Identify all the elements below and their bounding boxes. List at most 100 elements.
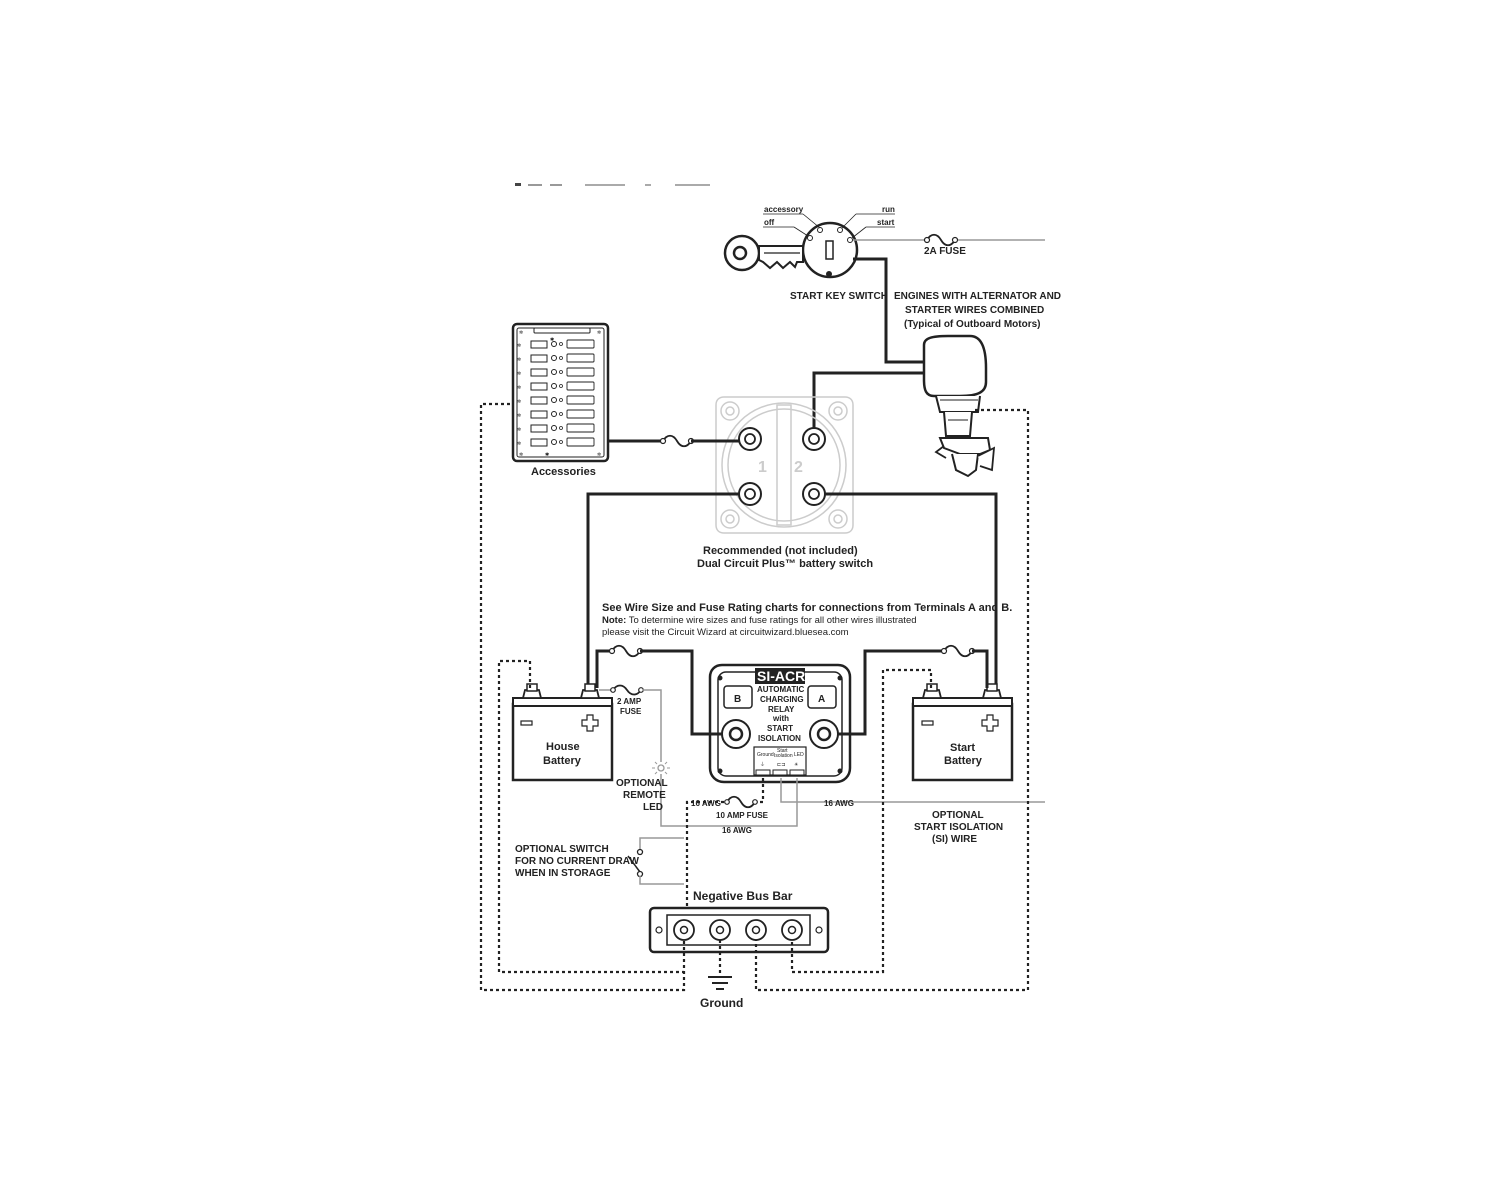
- awg-16-ground-label: 16 AWG: [691, 799, 721, 808]
- house-battery: [511, 683, 614, 782]
- wire-size-note-line1: See Wire Size and Fuse Rating charts for…: [602, 602, 1012, 614]
- svg-text:✲: ✲: [517, 399, 521, 405]
- svg-text:✲: ✲: [517, 413, 521, 419]
- start-battery-label-line1: Start: [950, 742, 975, 754]
- acr-ground-wire-b: [685, 800, 724, 920]
- svg-text:✱: ✱: [545, 452, 549, 458]
- start-key-switch-label: START KEY SWITCH: [790, 291, 888, 302]
- start-acr-fuse-icon: [943, 644, 973, 658]
- switch-terminal-1-bottom: [738, 482, 762, 506]
- fuse-2a-icon: [926, 233, 956, 247]
- si-acr-pin-start-1: Start: [777, 748, 788, 754]
- remote-led-label-line3: LED: [643, 802, 663, 813]
- si-acr-line4: with: [772, 714, 789, 723]
- svg-text:☀: ☀: [794, 762, 799, 768]
- svg-text:✱: ✱: [550, 337, 554, 343]
- outboard-motor-icon: [922, 334, 996, 478]
- svg-text:✲: ✲: [517, 427, 521, 433]
- svg-text:✲: ✲: [517, 343, 521, 349]
- remote-led-label-line2: REMOTE: [623, 790, 666, 801]
- switch-to-house-battery-wire: [586, 492, 739, 688]
- switch-terminal-1-top: [738, 427, 762, 451]
- wire-size-note-line2: Note: To determine wire sizes and fuse r…: [602, 615, 917, 626]
- start-isolation-wire: [780, 778, 1045, 803]
- engines-label-line2: STARTER WIRES COMBINED: [905, 305, 1044, 316]
- switch-position-2-label: 2: [794, 459, 803, 476]
- si-acr-pin-ground: Ground: [757, 752, 774, 758]
- dual-circuit-battery-switch: [715, 396, 854, 534]
- start-battery-label-line2: Battery: [944, 755, 983, 767]
- svg-text:✲: ✲: [517, 371, 521, 377]
- si-wire-label-line3: (SI) WIRE: [932, 834, 977, 845]
- fuse-2amp-label-line2: FUSE: [620, 707, 642, 716]
- key-to-engine-wire: [853, 257, 924, 364]
- key-accessory-label: accessory: [764, 205, 804, 214]
- si-acr-line3: RELAY: [768, 705, 795, 714]
- house-battery-negative-wire: [497, 659, 684, 974]
- breaker-row: ✲: [517, 353, 595, 363]
- accessories-panel: ✲ ✲ ✱ ✲ ✲ ✱: [511, 322, 610, 463]
- key-off-label: off: [764, 218, 775, 227]
- wire-size-note-line3: please visit the Circuit Wizard at circu…: [602, 627, 849, 638]
- si-acr-line2: CHARGING: [760, 695, 804, 704]
- fuse-2amp-label-line1: 2 AMP: [617, 697, 642, 706]
- svg-text:⊏⊐: ⊏⊐: [777, 762, 785, 768]
- si-acr-line1: AUTOMATIC: [757, 685, 804, 694]
- breaker-row: ✲: [517, 423, 595, 433]
- si-acr-title: SI-ACR: [757, 668, 805, 684]
- fuse-2amp-icon: [612, 684, 642, 696]
- start-battery-negative-wire: [790, 668, 933, 974]
- engine-to-switch-wire: [812, 371, 924, 437]
- house-to-acr-wire-b: [640, 649, 722, 736]
- fuse-10amp-icon: [726, 795, 756, 809]
- house-battery-label-line2: Battery: [543, 755, 582, 767]
- si-acr-line5: START: [767, 724, 793, 733]
- start-to-acr-wire-a: [838, 649, 944, 736]
- house-acr-fuse-icon: [611, 644, 641, 658]
- awg-16-si-label: 16 AWG: [824, 799, 854, 808]
- svg-text:✲: ✲: [517, 357, 521, 363]
- cropped-heading-remnant: [515, 183, 710, 186]
- remote-led-icon: [652, 759, 670, 775]
- wire-size-note-prefix: Note:: [602, 615, 626, 626]
- optional-storage-switch: [627, 837, 684, 885]
- engines-label-line3: (Typical of Outboard Motors): [904, 319, 1040, 330]
- negative-bus-bar-label: Negative Bus Bar: [693, 889, 793, 903]
- svg-text:✲: ✲: [597, 330, 601, 336]
- svg-text:✲: ✲: [517, 441, 521, 447]
- start-to-acr-wire-b: [972, 649, 989, 688]
- svg-text:✲: ✲: [519, 330, 523, 336]
- svg-text:✲: ✲: [517, 385, 521, 391]
- accessories-label: Accessories: [531, 466, 596, 478]
- breaker-row: ✲: [517, 339, 595, 349]
- optional-switch-label-line3: WHEN IN STORAGE: [515, 868, 611, 879]
- accessories-fuse-icon: [662, 434, 692, 448]
- led-feed-wire-b: [643, 689, 662, 762]
- start-key-switch: [801, 221, 859, 279]
- svg-text:✲: ✲: [519, 452, 523, 458]
- breaker-row: ✲: [517, 409, 595, 419]
- si-acr-pin-led: LED: [794, 752, 804, 758]
- si-acr-pin-start-2: Isolation: [774, 753, 793, 759]
- remote-led-label-line1: OPTIONAL: [616, 778, 668, 789]
- breaker-row: ✲: [517, 381, 595, 391]
- awg-16-led-label: 16 AWG: [722, 826, 752, 835]
- ground-icon: [708, 976, 732, 990]
- switch-terminal-2-bottom: [802, 482, 826, 506]
- si-acr-terminal-a-label: A: [818, 694, 825, 705]
- accessories-breaker-rows: ✲ ✲ ✲ ✲ ✲ ✲ ✲ ✲: [517, 339, 595, 447]
- engine-negative-wire: [754, 408, 1030, 992]
- si-wire-label-line2: START ISOLATION: [914, 822, 1003, 833]
- switch-terminal-2-top: [802, 427, 826, 451]
- battery-switch-label-line2: Dual Circuit Plus™ battery switch: [697, 558, 873, 570]
- si-acr-line6: ISOLATION: [758, 734, 801, 743]
- si-acr-terminal-b-label: B: [734, 694, 741, 705]
- breaker-row: ✲: [517, 367, 595, 377]
- house-battery-label-line1: House: [546, 741, 580, 753]
- ignition-key-icon: [723, 234, 804, 272]
- optional-switch-label-line1: OPTIONAL SWITCH: [515, 844, 609, 855]
- fuse-10amp-label: 10 AMP FUSE: [716, 811, 769, 820]
- house-to-acr-wire-a: [595, 649, 612, 688]
- wire-size-note-body: To determine wire sizes and fuse ratings…: [626, 615, 916, 626]
